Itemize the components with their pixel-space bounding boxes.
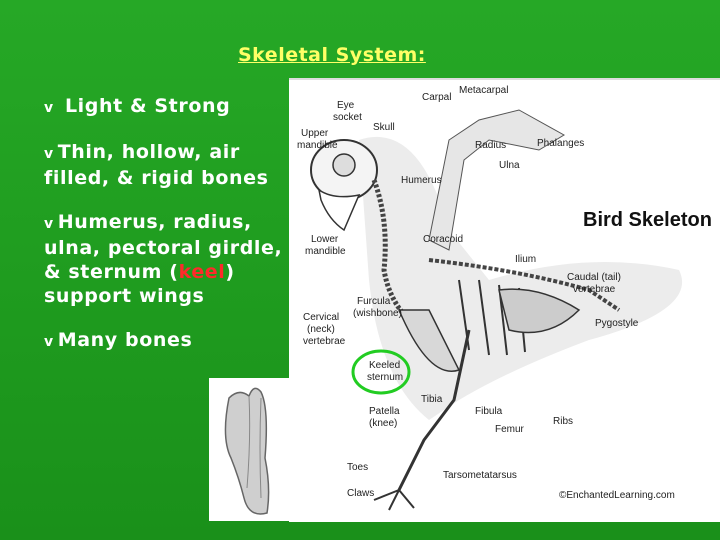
label-coracoid: Coracoid: [423, 234, 463, 245]
label-fibula: Fibula: [475, 406, 503, 417]
leg-bones: [397, 329, 471, 491]
label-socket: socket: [333, 112, 362, 123]
diamond-bullet-icon: v: [44, 334, 54, 350]
label-upper: Upper: [301, 128, 329, 139]
label-lower-mandible: mandible: [305, 246, 346, 257]
label-neck: (neck): [307, 324, 335, 335]
label-furcula: Furcula: [357, 296, 391, 307]
diamond-bullet-icon: v: [44, 100, 54, 116]
label-skull: Skull: [373, 122, 395, 133]
label-tibia: Tibia: [421, 394, 443, 405]
bird-skeleton-diagram: Bird Skeleton ©EnchantedLearning.com Eye…: [297, 85, 712, 511]
label-ilium: Ilium: [515, 254, 536, 265]
ribs-shape: [458, 279, 526, 356]
diamond-bullet-icon: v: [44, 146, 54, 162]
keel-highlight: keel: [178, 261, 226, 283]
label-ulna: Ulna: [499, 160, 520, 171]
bullet-text: Thin, hollow, air filled, & rigid bones: [44, 141, 269, 189]
label-wishbone: (wishbone): [353, 308, 402, 319]
label-carpal: Carpal: [422, 92, 451, 103]
label-radius: Radius: [475, 140, 506, 151]
label-phalanges: Phalanges: [537, 138, 584, 149]
wing-shape: [428, 109, 565, 251]
toe-bones: [373, 489, 415, 511]
label-vertebrae: vertebrae: [573, 284, 616, 295]
bird-skeleton-figure: Bird Skeleton ©EnchantedLearning.com Eye…: [289, 78, 720, 522]
label-metacarpal: Metacarpal: [459, 85, 508, 96]
label-femur: Femur: [495, 424, 525, 435]
bullet-light-strong: v Light & Strong: [44, 94, 294, 120]
spine: [428, 258, 621, 312]
label-pygostyle: Pygostyle: [595, 318, 639, 329]
label-caudal: Caudal (tail): [567, 272, 621, 283]
label-claws: Claws: [347, 488, 374, 499]
pelvis-shape: [498, 288, 581, 334]
label-cervical-vertebrae: vertebrae: [303, 336, 346, 347]
bullet-text: Many bones: [57, 329, 193, 351]
label-patella: Patella: [369, 406, 400, 417]
label-lower: Lower: [311, 234, 339, 245]
label-mandible: mandible: [297, 140, 338, 151]
keel-bone-photo: [209, 378, 291, 521]
keel-highlight-circle: [351, 349, 411, 395]
slide-title: Skeletal System:: [238, 44, 426, 66]
label-cervical: Cervical: [303, 312, 339, 323]
figure-credit: ©EnchantedLearning.com: [559, 490, 675, 501]
figure-title: Bird Skeleton: [583, 209, 712, 231]
label-eye: Eye: [337, 100, 355, 111]
mandible-shape: [317, 188, 361, 232]
bullet-text-before: Humerus, radius, ulna, pectoral girdle, …: [44, 211, 283, 283]
keel-bone-illustration: [224, 387, 270, 515]
label-sternum: sternum: [367, 372, 403, 383]
label-keeled: Keeled: [369, 360, 400, 371]
diamond-bullet-icon: v: [44, 216, 54, 232]
label-knee: (knee): [369, 418, 397, 429]
bullet-text: Light & Strong: [64, 95, 231, 117]
label-humerus: Humerus: [401, 175, 442, 186]
label-ribs: Ribs: [553, 416, 573, 427]
neck-vertebrae: [371, 179, 411, 322]
bullet-text-after: ) support wings: [44, 261, 235, 307]
label-tarsometatarsus: Tarsometatarsus: [443, 470, 517, 481]
eye-socket-shape: [332, 153, 356, 177]
label-toes: Toes: [347, 462, 368, 473]
